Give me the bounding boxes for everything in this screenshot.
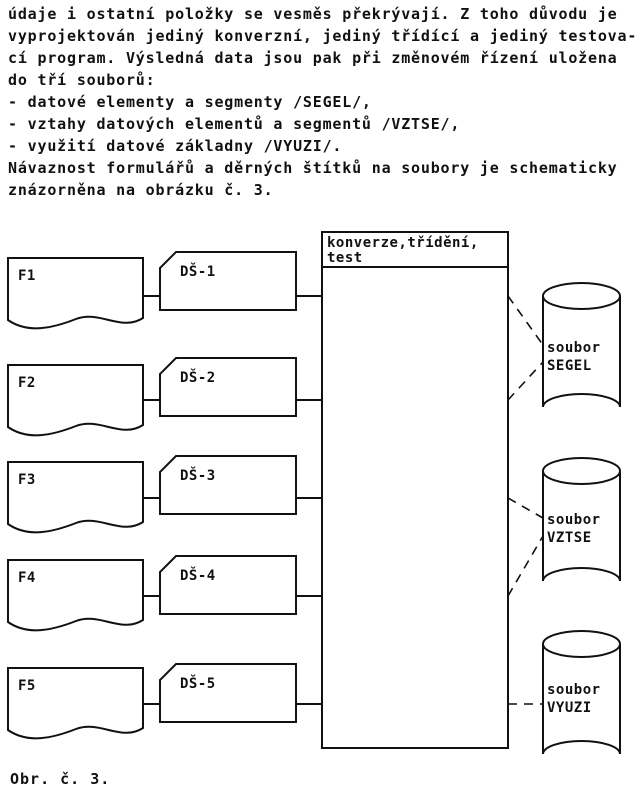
card-ds4: DŠ-4 — [159, 555, 297, 615]
solid-connectors — [143, 295, 322, 705]
file-cylinder-vztse: soubor VZTSE — [542, 457, 621, 582]
document-label: F3 — [18, 472, 36, 488]
cylinder-top — [542, 282, 621, 310]
card-label: DŠ-1 — [180, 262, 216, 280]
process-label-line2: test — [327, 250, 363, 266]
paragraph-line: vyprojektován jediný konverzní, jediný t… — [8, 27, 638, 45]
paragraph-line: znázorněna na obrázku č. 3. — [8, 181, 274, 199]
figure-caption: Obr. č. 3. — [10, 770, 111, 788]
document-f4: F4 — [7, 559, 144, 632]
list-item-line: - využití datové základny /VYUZI/. — [8, 137, 343, 155]
card-ds3: DŠ-3 — [159, 455, 297, 515]
file-label-line1: soubor — [547, 512, 601, 528]
document-f2: F2 — [7, 364, 144, 437]
punched-card-symbol — [159, 357, 297, 417]
file-label-line2: VZTSE — [547, 530, 592, 546]
file-label-line2: SEGEL — [547, 358, 592, 374]
document-f5: F5 — [7, 667, 144, 740]
card-label: DŠ-3 — [180, 466, 216, 484]
process-rectangle — [321, 231, 509, 749]
card-label: DŠ-5 — [180, 674, 216, 692]
document-label: F5 — [18, 678, 36, 694]
cylinder-body — [542, 296, 621, 408]
punched-card-symbol — [159, 555, 297, 615]
cylinder-top — [542, 457, 621, 485]
paragraph-line: do tří souborů: — [8, 71, 156, 89]
document-label: F2 — [18, 375, 36, 391]
card-ds2: DŠ-2 — [159, 357, 297, 417]
document-label: F4 — [18, 570, 36, 586]
list-item-line: - datové elementy a segmenty /SEGEL/, — [8, 93, 372, 111]
file-label-line1: soubor — [547, 682, 601, 698]
punched-card-symbol — [159, 663, 297, 723]
dashed-connectors — [507, 295, 544, 705]
cylinder-body — [542, 471, 621, 582]
list-item-line: - vztahy datových elementů a segmentů /V… — [8, 115, 461, 133]
paragraph-line: cí program. Výsledná data jsou pak při z… — [8, 49, 618, 67]
process-box: konverze,třídění, test — [321, 231, 509, 749]
paragraph-block: údaje i ostatní položky se vesměs překrý… — [8, 3, 640, 201]
file-cylinder-vyuzi: soubor VYUZI — [542, 630, 621, 755]
document-f1: F1 — [7, 257, 144, 330]
card-ds5: DŠ-5 — [159, 663, 297, 723]
file-label-line1: soubor — [547, 340, 601, 356]
punched-card-symbol — [159, 455, 297, 515]
punched-card-symbol — [159, 251, 297, 311]
document-f3: F3 — [7, 461, 144, 534]
cylinder-body — [542, 644, 621, 755]
card-ds1: DŠ-1 — [159, 251, 297, 311]
cylinder-top — [542, 630, 621, 658]
card-label: DŠ-4 — [180, 566, 216, 584]
card-label: DŠ-2 — [180, 368, 216, 386]
file-label-line2: VYUZI — [547, 700, 592, 716]
paragraph-line: údaje i ostatní položky se vesměs překrý… — [8, 5, 618, 23]
process-label-line1: konverze,třídění, — [327, 235, 479, 251]
paragraph-line: Návaznost formulářů a děrných štítků na … — [8, 159, 618, 177]
file-cylinder-segel: soubor SEGEL — [542, 282, 621, 408]
document-label: F1 — [18, 268, 36, 284]
